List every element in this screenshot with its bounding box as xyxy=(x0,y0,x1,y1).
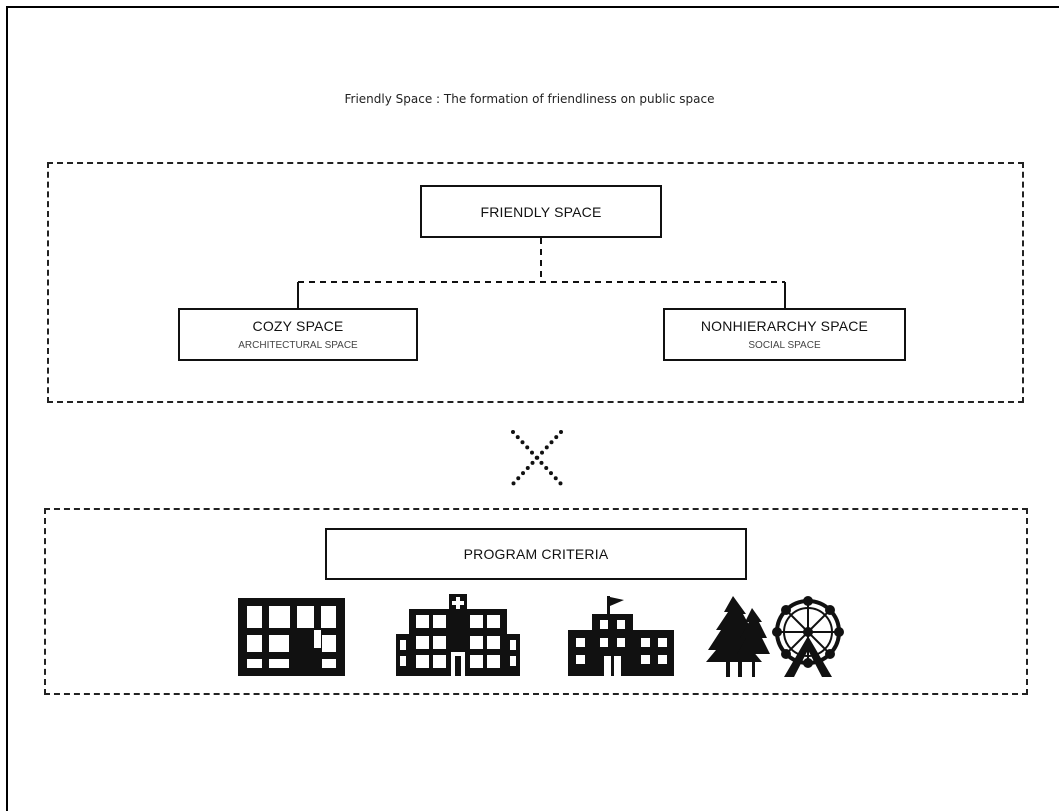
diagram-title: Friendly Space : The formation of friend… xyxy=(344,92,715,106)
apartment-building-icon xyxy=(238,598,345,676)
ferris-wheel-icon xyxy=(772,596,844,677)
program-criteria-group xyxy=(44,508,1028,695)
trees-icon xyxy=(706,596,770,677)
architectural-space-label: ARCHITECTURAL SPACE xyxy=(238,340,358,351)
school-icon xyxy=(568,596,674,676)
page-frame xyxy=(6,6,1059,811)
friendly-space-group xyxy=(47,162,1024,403)
friendly-space-label: FRIENDLY SPACE xyxy=(480,203,602,220)
friendly-space-box: FRIENDLY SPACE xyxy=(420,185,662,238)
cozy-space-label: COZY SPACE xyxy=(252,318,344,334)
social-space-label: SOCIAL SPACE xyxy=(748,340,821,351)
program-criteria-box: PROGRAM CRITERIA xyxy=(325,528,747,580)
nonhierarchy-space-box: NONHIERARCHY SPACE SOCIAL SPACE xyxy=(663,308,906,361)
program-criteria-label: PROGRAM CRITERIA xyxy=(463,546,609,562)
nonhierarchy-space-label: NONHIERARCHY SPACE xyxy=(700,318,869,334)
hospital-icon xyxy=(396,594,520,676)
cozy-space-box: COZY SPACE ARCHITECTURAL SPACE xyxy=(178,308,418,361)
